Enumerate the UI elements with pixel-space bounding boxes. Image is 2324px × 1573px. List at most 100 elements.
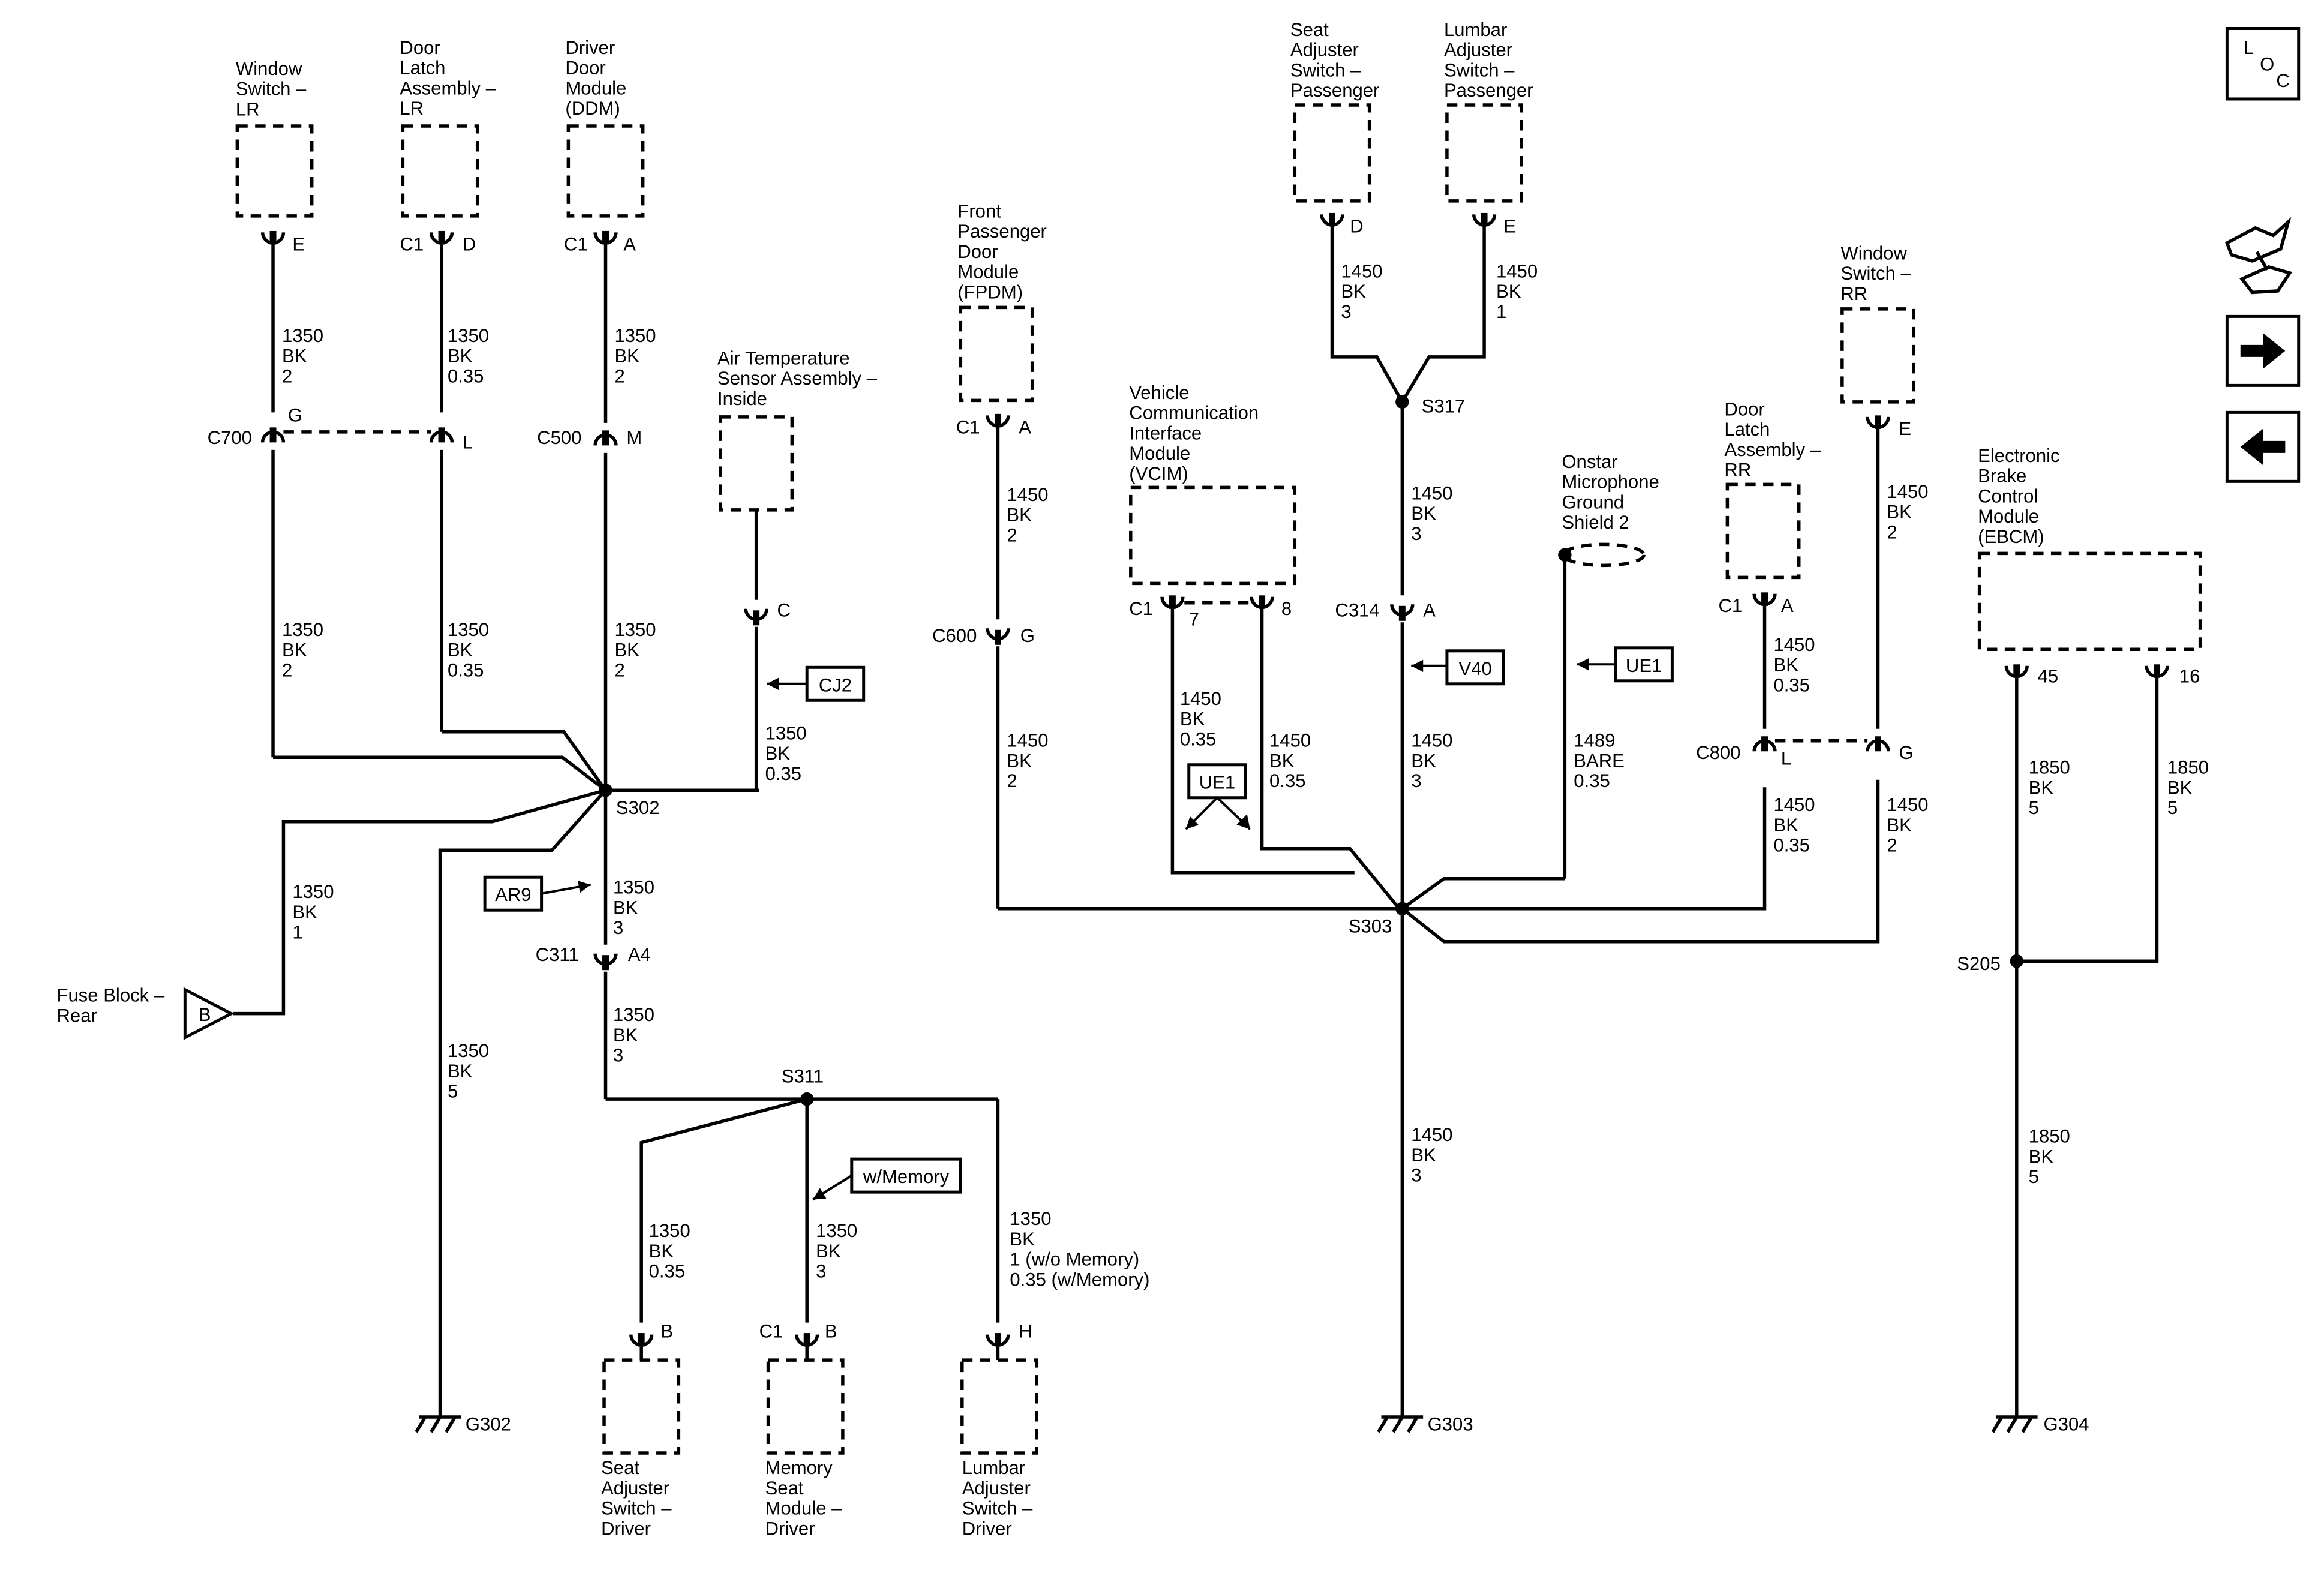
w-rr-window-upper-label: BK <box>1887 502 1912 523</box>
lumbar-adjuster-switch-passenger-label: Passenger <box>1444 80 1533 101</box>
seat-adj-driver-terminal-pin <box>638 1333 645 1347</box>
callout-cj2: CJ2 <box>819 674 852 695</box>
callout-cj2-arrowhead <box>767 677 779 690</box>
onstar-microphone-ground-shield-label: Ground <box>1562 491 1624 512</box>
wire-segment <box>1260 608 1401 910</box>
wire-layer <box>232 226 2159 1418</box>
w-g304-label: BK <box>2029 1146 2054 1167</box>
lumbar-adjuster-switch-driver-label: Driver <box>962 1518 1012 1539</box>
connector-end-view-icon-link[interactable] <box>2255 251 2269 271</box>
seat-adjuster-switch-driver-label: Driver <box>601 1518 651 1539</box>
w-lr-latch-upper-label: BK <box>448 346 473 367</box>
pin-ddm-a: A <box>623 233 636 254</box>
w-vcim-7-label: 1450 <box>1180 688 1221 709</box>
fpdm-terminal-pin <box>995 413 1001 428</box>
callout-w-memory-arrowhead <box>813 1188 827 1200</box>
loc-letter[interactable]: C <box>2276 70 2289 91</box>
seat-adjuster-switch-passenger-label: Adjuster <box>1290 40 1359 61</box>
w-s302-c311-label: 3 <box>613 917 623 938</box>
fuse-block-rear-label: Fuse Block – <box>56 985 164 1006</box>
loc-button[interactable] <box>2225 26 2301 101</box>
w-ebcm-45-label: 1850 <box>2029 757 2070 778</box>
seat-adjuster-switch-passenger-label: Switch – <box>1290 59 1361 80</box>
wire-segment <box>442 730 607 791</box>
w-memory-seat-label: BK <box>816 1241 841 1262</box>
pin-window-rr-e: E <box>1899 418 1911 439</box>
w-ebcm-45-label: 5 <box>2029 797 2039 818</box>
w-g303-label: BK <box>1411 1145 1436 1166</box>
ground-g304-stroke <box>2021 1416 2033 1433</box>
pin-ebcm-45: 45 <box>2038 665 2059 686</box>
callout-cj2-box <box>805 665 866 702</box>
w-g303-label: 1450 <box>1411 1124 1452 1145</box>
w-rr-latch-lower-label: 0.35 <box>1773 835 1809 856</box>
lumbar-driver-terminal-pin <box>995 1333 1001 1347</box>
pin-air-temp-c: C <box>777 599 790 620</box>
pin-window-lr-e: E <box>292 233 305 254</box>
pin-fpdm-a: A <box>1019 416 1031 437</box>
ebcm-label: Brake <box>1978 466 2026 487</box>
navigation-icons[interactable]: LOC <box>2224 26 2301 483</box>
callout-ue1-vcim-box <box>1187 763 1247 800</box>
front-passenger-door-module-label: Front <box>957 200 1001 221</box>
w-ebcm-16-label: 5 <box>2167 797 2178 818</box>
w-seat-adj-driver-label: 1350 <box>649 1220 690 1241</box>
ground-g302-stroke <box>430 1416 442 1433</box>
w-rr-window-lower-label: 2 <box>1887 835 1897 856</box>
air-temperature-sensor-label: Sensor Assembly – <box>717 368 878 389</box>
wire-segment <box>639 1097 807 1323</box>
air-temperature-sensor-label: Inside <box>717 388 767 409</box>
w-ebcm-16-label: 1850 <box>2167 757 2209 778</box>
connector-end-view-icon[interactable] <box>2224 217 2293 295</box>
splice-s302: S302 <box>616 797 660 818</box>
w-lr-window-lower-label: 1350 <box>282 619 323 640</box>
pin-lumbar-pass-e: E <box>1503 215 1516 236</box>
previous-page-arrow-icon[interactable] <box>2240 428 2286 465</box>
pin-vcim-8: 8 <box>1281 598 1292 619</box>
conn-c500: C500 <box>537 427 581 448</box>
w-lr-latch-lower-label: 0.35 <box>448 659 484 680</box>
window-switch-lr-label: Window <box>236 58 302 79</box>
front-passenger-door-module-box <box>959 305 1034 403</box>
wire-segment <box>1402 787 1767 911</box>
memory-seat-module-driver-label: Seat <box>765 1478 804 1499</box>
w-g302-label: 1350 <box>448 1040 489 1061</box>
c700-pin-l-pin <box>438 427 445 443</box>
vcim-box <box>1129 485 1297 586</box>
w-memory-seat-label: 1350 <box>816 1220 857 1241</box>
loc-letter[interactable]: L <box>2244 37 2254 58</box>
w-air-temp-label: 0.35 <box>765 763 801 784</box>
pin-c500-m: M <box>626 427 642 448</box>
w-rr-latch-upper-label: 1450 <box>1773 634 1815 655</box>
ebcm-label: Module <box>1978 506 2039 527</box>
c800-pin-l-pin <box>1761 736 1768 752</box>
window-switch-rr-box <box>1840 307 1915 404</box>
w-ebcm-45-label: BK <box>2029 777 2054 798</box>
w-c311-s311-label: 1350 <box>613 1004 654 1025</box>
conn-memory-c1: C1 <box>759 1321 783 1342</box>
driver-door-module-box <box>566 124 645 218</box>
conn-fpdm-c1: C1 <box>956 416 980 437</box>
w-rr-latch-upper-label: 0.35 <box>1773 674 1809 695</box>
connector-end-view-icon-shape-1[interactable] <box>2224 217 2292 263</box>
seat-adjuster-switch-driver-label: Adjuster <box>601 1478 669 1499</box>
ebcm-box <box>1977 551 2202 652</box>
window-switch-rr-label: Switch – <box>1840 263 1911 284</box>
w-lr-latch-upper-label: 0.35 <box>448 365 484 386</box>
loc-letter[interactable]: O <box>2260 53 2274 74</box>
w-g304-label: 5 <box>2029 1166 2039 1187</box>
c600-connector-pin <box>995 629 1001 645</box>
air-temp-connector-c-pin <box>753 610 760 626</box>
callout-ar9-arrowhead <box>578 881 591 893</box>
wire-segment <box>273 755 607 792</box>
connector-end-view-icon-shape-2[interactable] <box>2239 265 2293 295</box>
seat-adjuster-switch-driver-box <box>602 1358 681 1455</box>
w-c311-s311-label: BK <box>613 1025 638 1046</box>
conn-ddm-c1: C1 <box>564 233 588 254</box>
callout-ue1-vcim-arrowhead-2 <box>1236 814 1250 830</box>
ebcm-label: Electronic <box>1978 445 2059 466</box>
callout-w-memory: w/Memory <box>863 1166 950 1187</box>
splice-s317: S317 <box>1422 395 1466 416</box>
door-latch-assembly-lr-label: LR <box>400 98 424 119</box>
wire-segment <box>1401 876 1565 910</box>
